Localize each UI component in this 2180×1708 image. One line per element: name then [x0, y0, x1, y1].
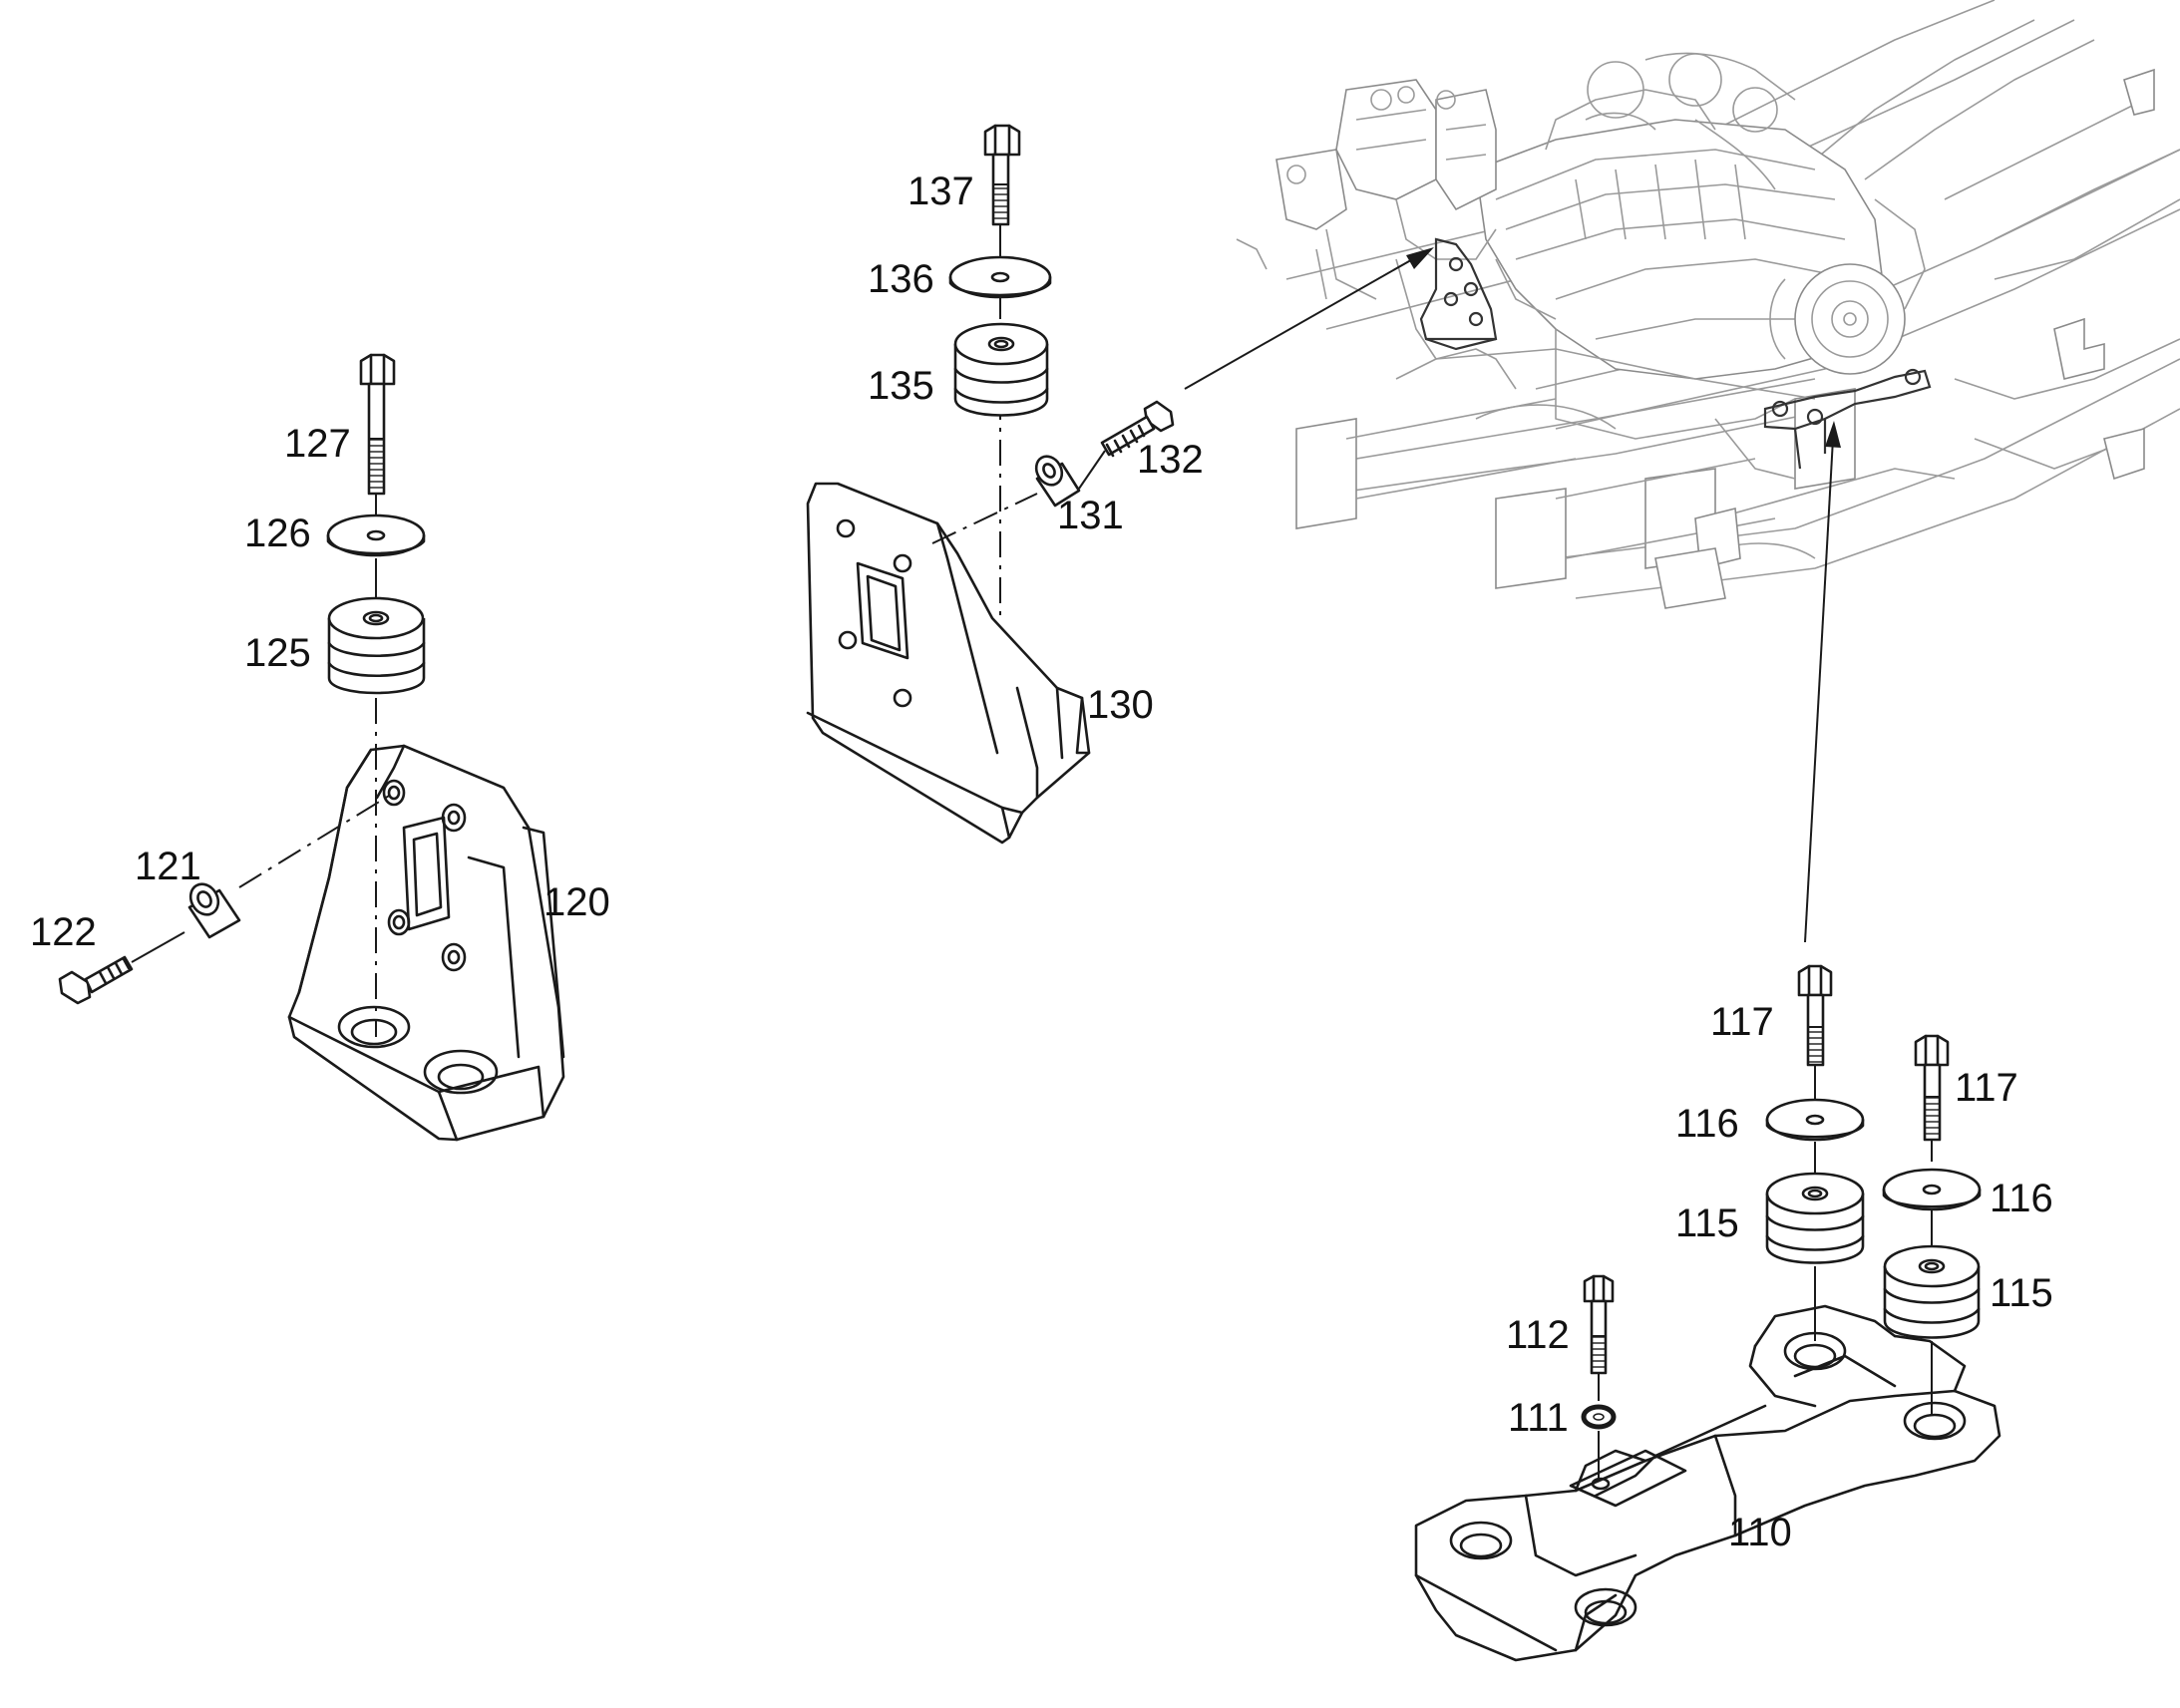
axis-122 [131, 931, 185, 963]
callout-135: 135 [868, 364, 934, 408]
part-120-bracket [287, 744, 565, 1142]
part-110-crossmember [1414, 1304, 2001, 1662]
part-127-bolt [359, 353, 396, 496]
part-126-washer [326, 513, 426, 557]
engine-mounted-bracket-front [1419, 237, 1498, 351]
centerline-120-horizontal [238, 792, 395, 888]
pointer-arrow-130-to-engine [1184, 247, 1434, 390]
callout-116-right: 116 [1990, 1177, 2053, 1220]
callout-111: 111 [1508, 1396, 1569, 1440]
part-125-rubber-mount [327, 596, 426, 695]
callout-122: 122 [30, 910, 97, 954]
callout-120: 120 [544, 880, 610, 924]
callout-117-right: 117 [1955, 1066, 2018, 1110]
part-137-bolt [983, 124, 1021, 226]
part-130-bracket [806, 482, 1091, 845]
callout-125: 125 [244, 631, 311, 675]
callout-110: 110 [1728, 1511, 1792, 1554]
pointer-arrow-110-to-engine [1804, 421, 1841, 943]
centerline-130-horizontal [931, 493, 1038, 544]
callout-112: 112 [1506, 1313, 1570, 1357]
callout-132: 132 [1137, 438, 1204, 482]
part-116-washer-left [1765, 1098, 1865, 1142]
callout-116-left: 116 [1675, 1102, 1739, 1146]
part-111-lock-washer [1581, 1404, 1617, 1430]
chassis-engine-assembly [1236, 0, 2180, 609]
callout-117-left: 117 [1710, 1000, 1774, 1044]
part-132-bolt [1100, 400, 1175, 458]
part-115-rubber-mount-right [1883, 1244, 1981, 1339]
callout-115-right: 115 [1990, 1271, 2053, 1315]
callout-131: 131 [1057, 494, 1124, 537]
engine-mounted-crossmount-rear [1763, 368, 1932, 470]
part-131-bushing [1034, 455, 1081, 508]
callout-137: 137 [908, 170, 974, 213]
callout-136: 136 [868, 257, 934, 301]
callout-115-left: 115 [1675, 1201, 1739, 1245]
part-115-rubber-mount-left [1765, 1172, 1865, 1264]
callout-121: 121 [135, 845, 201, 888]
part-112-bolt [1583, 1274, 1615, 1375]
part-121-bushing [187, 882, 241, 939]
part-117-bolt-left [1797, 964, 1833, 1067]
callout-127: 127 [284, 422, 351, 466]
callout-labels: 110 111 112 115 115 116 116 117 117 120 … [30, 170, 2053, 1554]
part-117-bolt-right [1914, 1034, 1950, 1142]
part-122-bolt [58, 955, 134, 1005]
callout-126: 126 [244, 512, 311, 555]
part-135-rubber-mount [953, 322, 1049, 417]
axis-131 [1078, 450, 1106, 490]
part-116-washer-right [1882, 1168, 1982, 1211]
callout-130: 130 [1087, 683, 1154, 727]
part-136-washer [948, 255, 1052, 299]
